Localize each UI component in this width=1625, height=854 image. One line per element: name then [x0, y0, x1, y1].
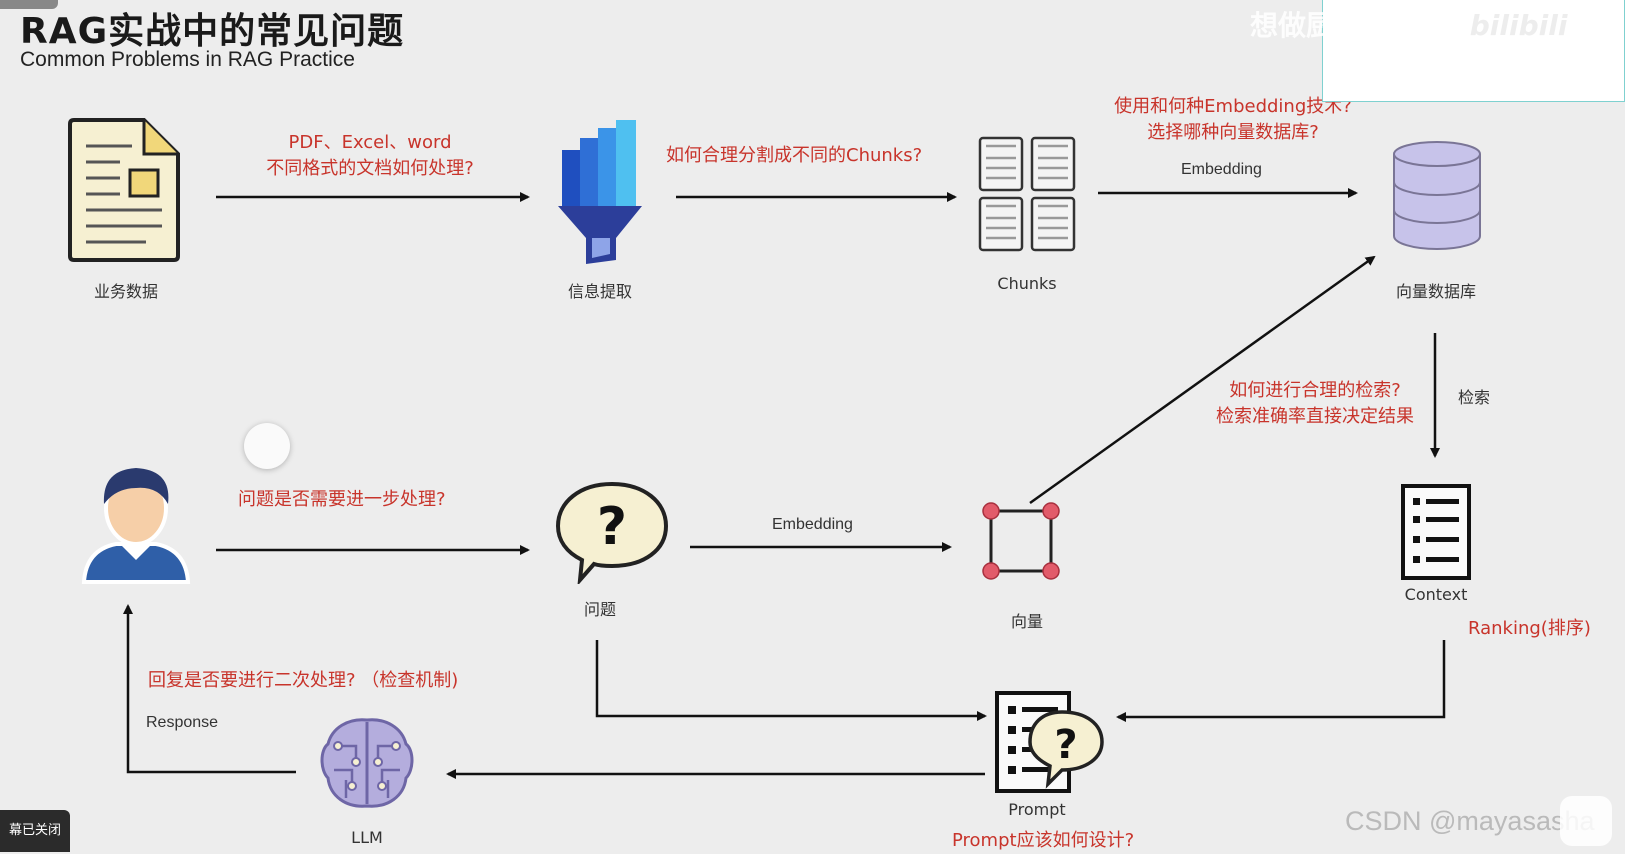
question-embedding-line1: 使用和何种Embedding技术?: [1114, 96, 1352, 117]
edge-label-response: Response: [146, 714, 219, 731]
chunks-icon: [978, 136, 1076, 252]
question-prompt-design: Prompt应该如何设计?: [952, 830, 1135, 851]
user-avatar-icon: [80, 464, 192, 588]
node-label-question: 问题: [583, 600, 616, 619]
overlay-white-panel: [1322, 0, 1625, 102]
svg-text:?: ?: [1054, 722, 1077, 768]
question-chunking: 如何合理分割成不同的Chunks?: [666, 145, 923, 166]
page-subtitle: Common Problems in RAG Practice: [20, 48, 355, 71]
question-embedding-line2: 选择哪种向量数据库?: [1147, 122, 1319, 143]
vector-icon: [980, 500, 1062, 582]
arrow-llm-to-user: [123, 604, 296, 774]
node-label-info-extract: 信息提取: [567, 282, 632, 301]
funnel-icon: [558, 120, 648, 265]
bilibili-logo: bilibili: [1469, 9, 1568, 42]
question-doc-formats-line2: 不同格式的文档如何处理?: [266, 158, 474, 179]
question-bubble-icon: ?: [554, 480, 670, 587]
prompt-icon: ?: [994, 690, 1106, 796]
arrow-context-to-prompt: [1116, 640, 1446, 722]
question-doc-formats: PDF、Excel、word 不同格式的文档如何处理?: [218, 130, 522, 182]
node-label-chunks: Chunks: [997, 274, 1057, 293]
question-embedding: 使用和何种Embedding技术? 选择哪种向量数据库?: [1078, 94, 1388, 146]
arrow-vector-to-db: [1029, 255, 1376, 505]
question-retrieval-line1: 如何进行合理的检索?: [1229, 380, 1401, 401]
subtitle-off-badge[interactable]: 幕已关闭: [0, 810, 70, 852]
node-label-prompt: Prompt: [1008, 800, 1066, 819]
node-label-llm: LLM: [351, 828, 383, 847]
arrow-question-to-prompt: [595, 640, 987, 721]
uploader-watermark: 想做厨师的程序 bilibili: [1250, 4, 1567, 44]
cursor-highlight: [244, 423, 290, 469]
svg-text:?: ?: [597, 497, 627, 557]
csdn-watermark: CSDN @mayasasha: [1345, 806, 1595, 836]
node-label-vector-db: 向量数据库: [1395, 282, 1476, 301]
uploader-watermark-text: 想做厨师的程序: [1250, 9, 1447, 42]
node-label-context: Context: [1404, 585, 1468, 604]
brain-icon: [318, 714, 416, 812]
tv-mascot-icon: [1560, 796, 1612, 846]
window-tab-edge: [0, 0, 58, 9]
context-list-icon: [1401, 484, 1471, 580]
document-icon: [66, 116, 184, 264]
page-title: RAG实战中的常见问题: [20, 11, 405, 52]
edge-label-search: 检索: [1458, 390, 1491, 407]
question-doc-formats-line1: PDF、Excel、word: [288, 132, 452, 153]
question-ranking: Ranking(排序): [1468, 618, 1591, 639]
node-label-business-data: 业务数据: [93, 282, 158, 301]
node-label-vector: 向量: [1010, 612, 1043, 631]
edge-label-embedding-mid: Embedding: [772, 516, 853, 533]
question-response-check: 回复是否要进行二次处理? （检查机制): [148, 670, 459, 691]
database-icon: [1390, 140, 1484, 252]
question-retrieval-line2: 检索准确率直接决定结果: [1216, 406, 1414, 427]
question-query-process: 问题是否需要进一步处理?: [238, 489, 446, 510]
question-retrieval: 如何进行合理的检索? 检索准确率直接决定结果: [1200, 378, 1430, 430]
edge-label-embedding-top: Embedding: [1181, 161, 1262, 178]
